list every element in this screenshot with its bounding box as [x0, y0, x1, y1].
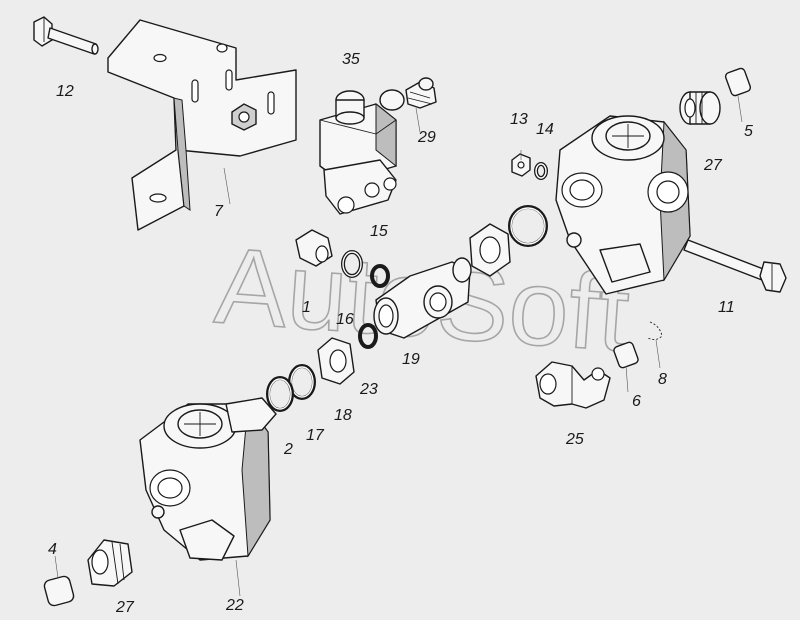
fitting-27-upper: [679, 91, 721, 125]
washer-16: [358, 323, 378, 349]
plug-4: [43, 575, 75, 607]
plug-6: [613, 341, 639, 369]
label-12: 12: [56, 83, 74, 100]
part-labels: 1 2 4 5 6 7 8 11 12 13 14 15 16 17 18 19…: [48, 51, 753, 616]
bolt-11: [683, 239, 787, 293]
lower-valve-body-22: [139, 397, 277, 561]
label-22: 22: [225, 597, 244, 614]
washer-14: [534, 162, 548, 180]
fitting-27-lower: [87, 539, 133, 587]
union-nut-upper: [469, 223, 511, 277]
label-35: 35: [342, 51, 360, 68]
label-7: 7: [214, 203, 224, 220]
label-5: 5: [744, 123, 753, 140]
solenoid-valve-35: [319, 89, 405, 215]
label-29: 29: [417, 129, 436, 146]
bracket-7: [107, 19, 297, 231]
union-nut-18: [317, 337, 355, 385]
label-11: 11: [718, 299, 735, 316]
nut-13: [511, 153, 531, 177]
label-13: 13: [510, 111, 528, 128]
label-18: 18: [334, 407, 352, 424]
tee-fitting-19: [373, 257, 472, 339]
label-6: 6: [632, 393, 641, 410]
label-23: 23: [359, 381, 378, 398]
label-1: 1: [302, 299, 311, 316]
elbow-fitting-25: [535, 361, 611, 409]
leader-lines: [54, 95, 743, 597]
label-8: 8: [658, 371, 667, 388]
label-27-lower: 27: [115, 599, 135, 616]
label-4: 4: [48, 541, 57, 558]
fitting-1: [295, 229, 333, 267]
bolt-12: [33, 16, 99, 55]
ring-15: [341, 250, 363, 278]
label-27-upper: 27: [703, 157, 723, 174]
fitting-29: [405, 77, 437, 109]
ring-2: [266, 376, 294, 412]
clip-8: [647, 321, 663, 341]
label-15: 15: [370, 223, 388, 240]
label-25: 25: [565, 431, 584, 448]
plug-5: [724, 67, 752, 97]
label-14: 14: [536, 121, 554, 138]
washer-15b: [370, 264, 390, 288]
ring-upper: [508, 205, 548, 247]
label-19: 19: [402, 351, 420, 368]
label-17: 17: [306, 427, 325, 444]
label-16: 16: [336, 311, 354, 328]
upper-valve-body: [555, 115, 691, 295]
label-2: 2: [283, 441, 293, 458]
